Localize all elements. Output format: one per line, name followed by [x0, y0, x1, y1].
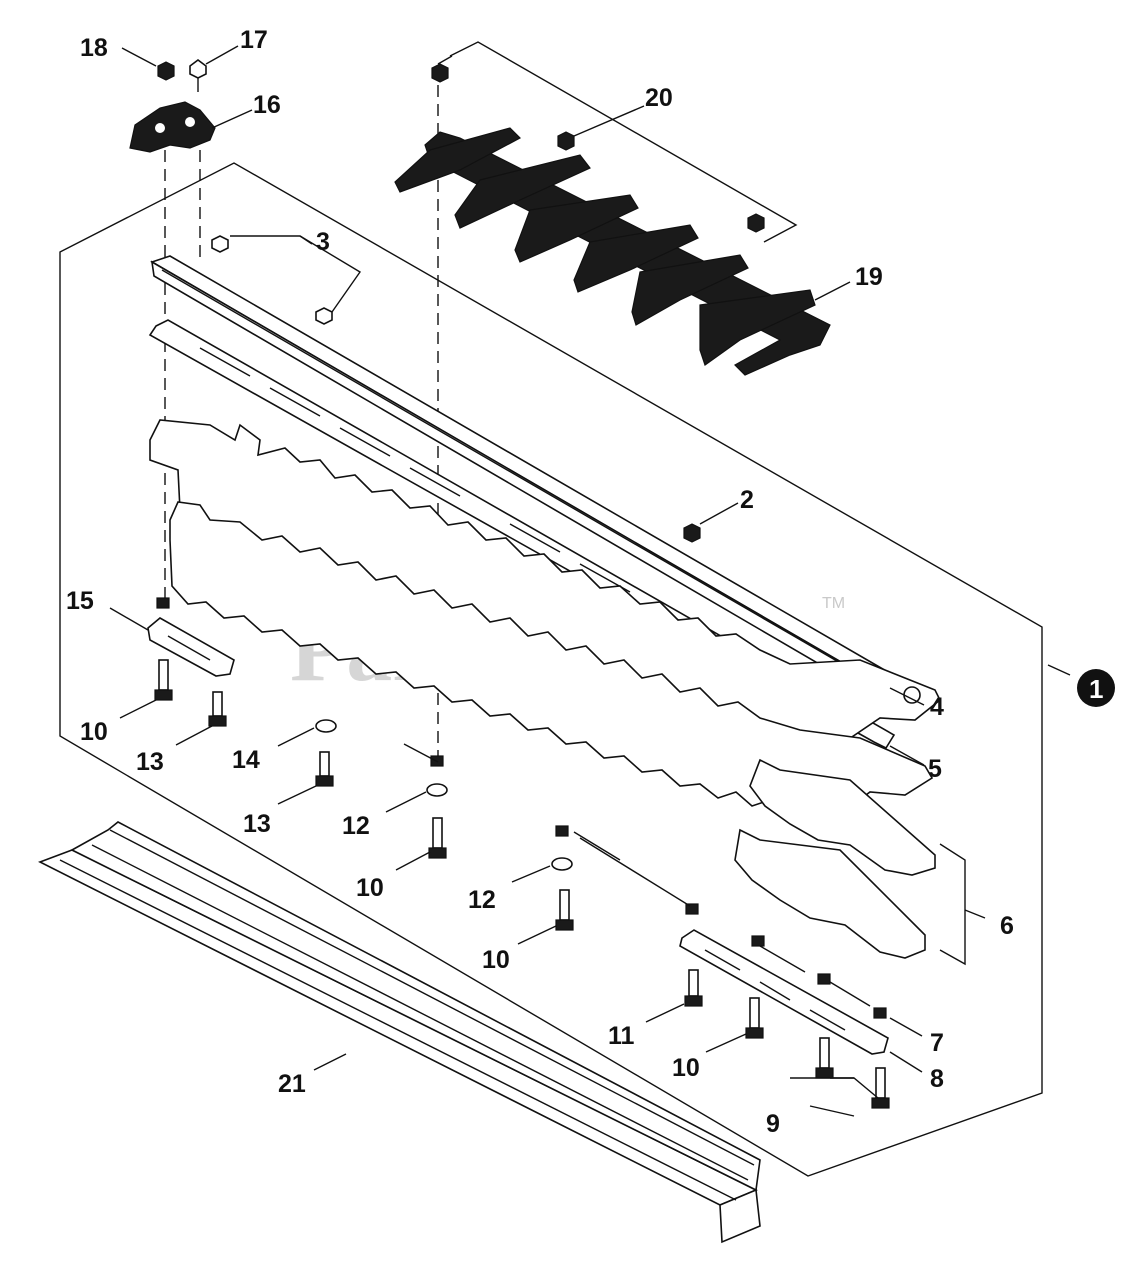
part-6-blade-end-upper: [749, 758, 936, 876]
part-8-plate: [679, 929, 889, 1055]
part-15-bracket: [147, 617, 235, 677]
part-6-blade-end: [734, 828, 926, 959]
part-19-guard: [394, 127, 831, 376]
part-21-blade-cover: [38, 821, 761, 1244]
nut-19-right: [747, 213, 765, 233]
label-5: 5: [928, 755, 942, 783]
square-nut-7d: [873, 1007, 887, 1019]
washer-12a: [426, 783, 448, 797]
nut-19-top: [431, 63, 449, 83]
nut-2: [683, 523, 701, 543]
label-18: 18: [80, 34, 108, 62]
bolt-10c: [555, 889, 574, 931]
bolt-9a: [815, 1037, 834, 1079]
label-3: 3: [316, 228, 330, 256]
label-12-a: 12: [342, 812, 370, 840]
bolt-9b: [871, 1067, 890, 1109]
washer-14: [315, 719, 337, 733]
label-15: 15: [66, 587, 94, 615]
label-10-b: 10: [356, 874, 384, 902]
nut-3-b: [315, 307, 333, 325]
square-nut-7b: [751, 935, 765, 947]
label-7: 7: [930, 1029, 944, 1057]
label-10-a: 10: [80, 718, 108, 746]
part-labels: 18 17 16 20 3 19 2 15 4 10 13 14 5 13 12…: [66, 26, 1014, 1138]
label-20: 20: [645, 84, 673, 112]
leader-lines: [109, 41, 1071, 1117]
label-6: 6: [1000, 912, 1014, 940]
label-13-b: 13: [243, 810, 271, 838]
watermark-trademark: TM: [822, 595, 845, 612]
label-10-d: 10: [672, 1054, 700, 1082]
label-14: 14: [232, 746, 260, 774]
square-nut-mid: [555, 825, 569, 837]
label-9: 9: [766, 1110, 780, 1138]
bolt-11: [684, 969, 703, 1007]
hardware-nuts: [156, 59, 887, 1019]
bolt-17: [189, 59, 207, 79]
square-nut-7a: [685, 903, 699, 915]
washer-12b: [551, 857, 573, 871]
label-12-b: 12: [468, 886, 496, 914]
label-2: 2: [740, 486, 754, 514]
nut-3-a: [211, 235, 229, 253]
bolt-10b: [428, 817, 447, 859]
label-8: 8: [930, 1065, 944, 1093]
nut-20: [557, 131, 575, 151]
hardware-bolts: [154, 659, 890, 1109]
bolt-13b: [315, 751, 334, 787]
label-10-c: 10: [482, 946, 510, 974]
bolt-13a: [208, 691, 227, 727]
nut-18: [157, 61, 175, 81]
square-nut-15: [156, 597, 170, 609]
label-19: 19: [855, 263, 883, 291]
part-16-bracket: [129, 101, 216, 153]
label-11: 11: [608, 1022, 635, 1050]
assembly-outline: [59, 162, 1043, 1177]
label-17: 17: [240, 26, 268, 54]
label-4: 4: [930, 693, 944, 721]
square-nut-7c: [817, 973, 831, 985]
assembly-callout-number: 1: [1089, 674, 1103, 704]
label-16: 16: [253, 91, 281, 119]
label-21: 21: [278, 1070, 306, 1098]
assembly-callout-badge: 1: [1077, 669, 1115, 707]
bolt-10a: [154, 659, 173, 701]
label-13-a: 13: [136, 748, 164, 776]
bolt-10d: [745, 997, 764, 1039]
